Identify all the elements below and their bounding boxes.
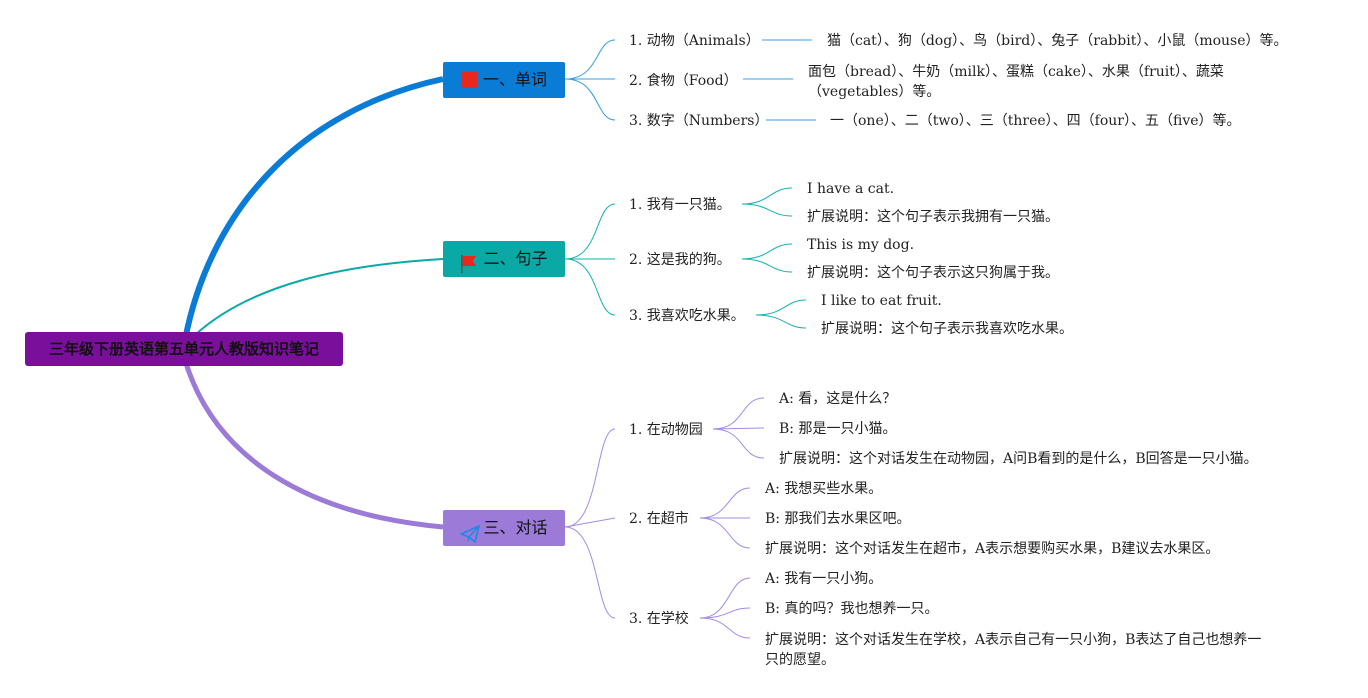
dialogue-zoo-line-b[interactable]: B: 那是一只小猫。 xyxy=(779,421,897,437)
words-item-animals[interactable]: 1. 动物（Animals） xyxy=(629,33,760,49)
dialogue-supermarket-note[interactable]: 扩展说明：这个对话发生在超市，A表示想要购买水果，B建议去水果区。 xyxy=(765,541,1220,557)
sentence-item-3[interactable]: 3. 我喜欢吃水果。 xyxy=(629,308,745,324)
sentence-3-note[interactable]: 扩展说明：这个句子表示我喜欢吃水果。 xyxy=(821,321,1073,337)
topic-sentences[interactable]: 二、句子 xyxy=(443,241,565,277)
sentence-2-english[interactable]: This is my dog. xyxy=(807,237,915,253)
paper-plane-icon xyxy=(460,520,481,543)
red-square-flag-icon xyxy=(460,72,477,88)
topic-label: 三、对话 xyxy=(483,518,548,537)
words-detail-animals[interactable]: 猫（cat）、狗（dog）、鸟（bird）、兔子（rabbit）、小鼠（mous… xyxy=(827,33,1288,49)
topic-label: 二、句子 xyxy=(483,249,548,268)
dialogue-school-line-a[interactable]: A: 我有一只小狗。 xyxy=(765,571,883,587)
dialogue-school-note[interactable]: 扩展说明：这个对话发生在学校，A表示自己有一只小狗，B表达了自己也想养一只的愿望… xyxy=(765,632,1262,668)
dialogue-item-supermarket[interactable]: 2. 在超市 xyxy=(629,511,689,527)
branch-line-words xyxy=(182,76,444,341)
dialogue-item-school[interactable]: 3. 在学校 xyxy=(629,611,689,627)
branch-line-sentences xyxy=(194,258,444,336)
sentence-2-note[interactable]: 扩展说明：这个句子表示这只狗属于我。 xyxy=(807,265,1059,281)
dialogue-school-line-b[interactable]: B: 真的吗？我也想养一只。 xyxy=(765,601,939,617)
topic-dialogues[interactable]: 三、对话 xyxy=(443,510,565,546)
words-detail-food[interactable]: 面包（bread）、牛奶（milk）、蛋糕（cake）、水果（fruit）、蔬菜… xyxy=(808,64,1224,100)
sentence-1-note[interactable]: 扩展说明：这个句子表示我拥有一只猫。 xyxy=(807,209,1059,225)
root-topic[interactable]: 三年级下册英语第五单元人教版知识笔记 xyxy=(25,332,343,366)
sentence-item-2[interactable]: 2. 这是我的狗。 xyxy=(629,252,731,268)
dialogue-zoo-line-a[interactable]: A: 看，这是什么？ xyxy=(779,391,897,407)
words-item-food[interactable]: 2. 食物（Food） xyxy=(629,73,738,89)
dialogue-supermarket-line-b[interactable]: B: 那我们去水果区吧。 xyxy=(765,511,911,527)
dialogue-supermarket-line-a[interactable]: A: 我想买些水果。 xyxy=(765,481,883,497)
words-detail-numbers[interactable]: 一（one）、二（two）、三（three）、四（four）、五（five）等。 xyxy=(830,113,1241,129)
topic-words[interactable]: 一、单词 xyxy=(443,62,565,98)
words-item-numbers[interactable]: 3. 数字（Numbers） xyxy=(629,113,769,129)
dialogue-zoo-note[interactable]: 扩展说明：这个对话发生在动物园，A问B看到的是什么，B回答是一只小猫。 xyxy=(779,451,1258,467)
dialogue-item-zoo[interactable]: 1. 在动物园 xyxy=(629,422,703,438)
sentence-item-1[interactable]: 1. 我有一只猫。 xyxy=(629,197,731,213)
branch-line-dialogues xyxy=(182,359,444,530)
red-flag-icon xyxy=(460,251,477,273)
sentence-3-english[interactable]: I like to eat fruit. xyxy=(821,293,942,309)
sentence-1-english[interactable]: I have a cat. xyxy=(807,181,895,197)
topic-label: 一、单词 xyxy=(482,70,547,89)
